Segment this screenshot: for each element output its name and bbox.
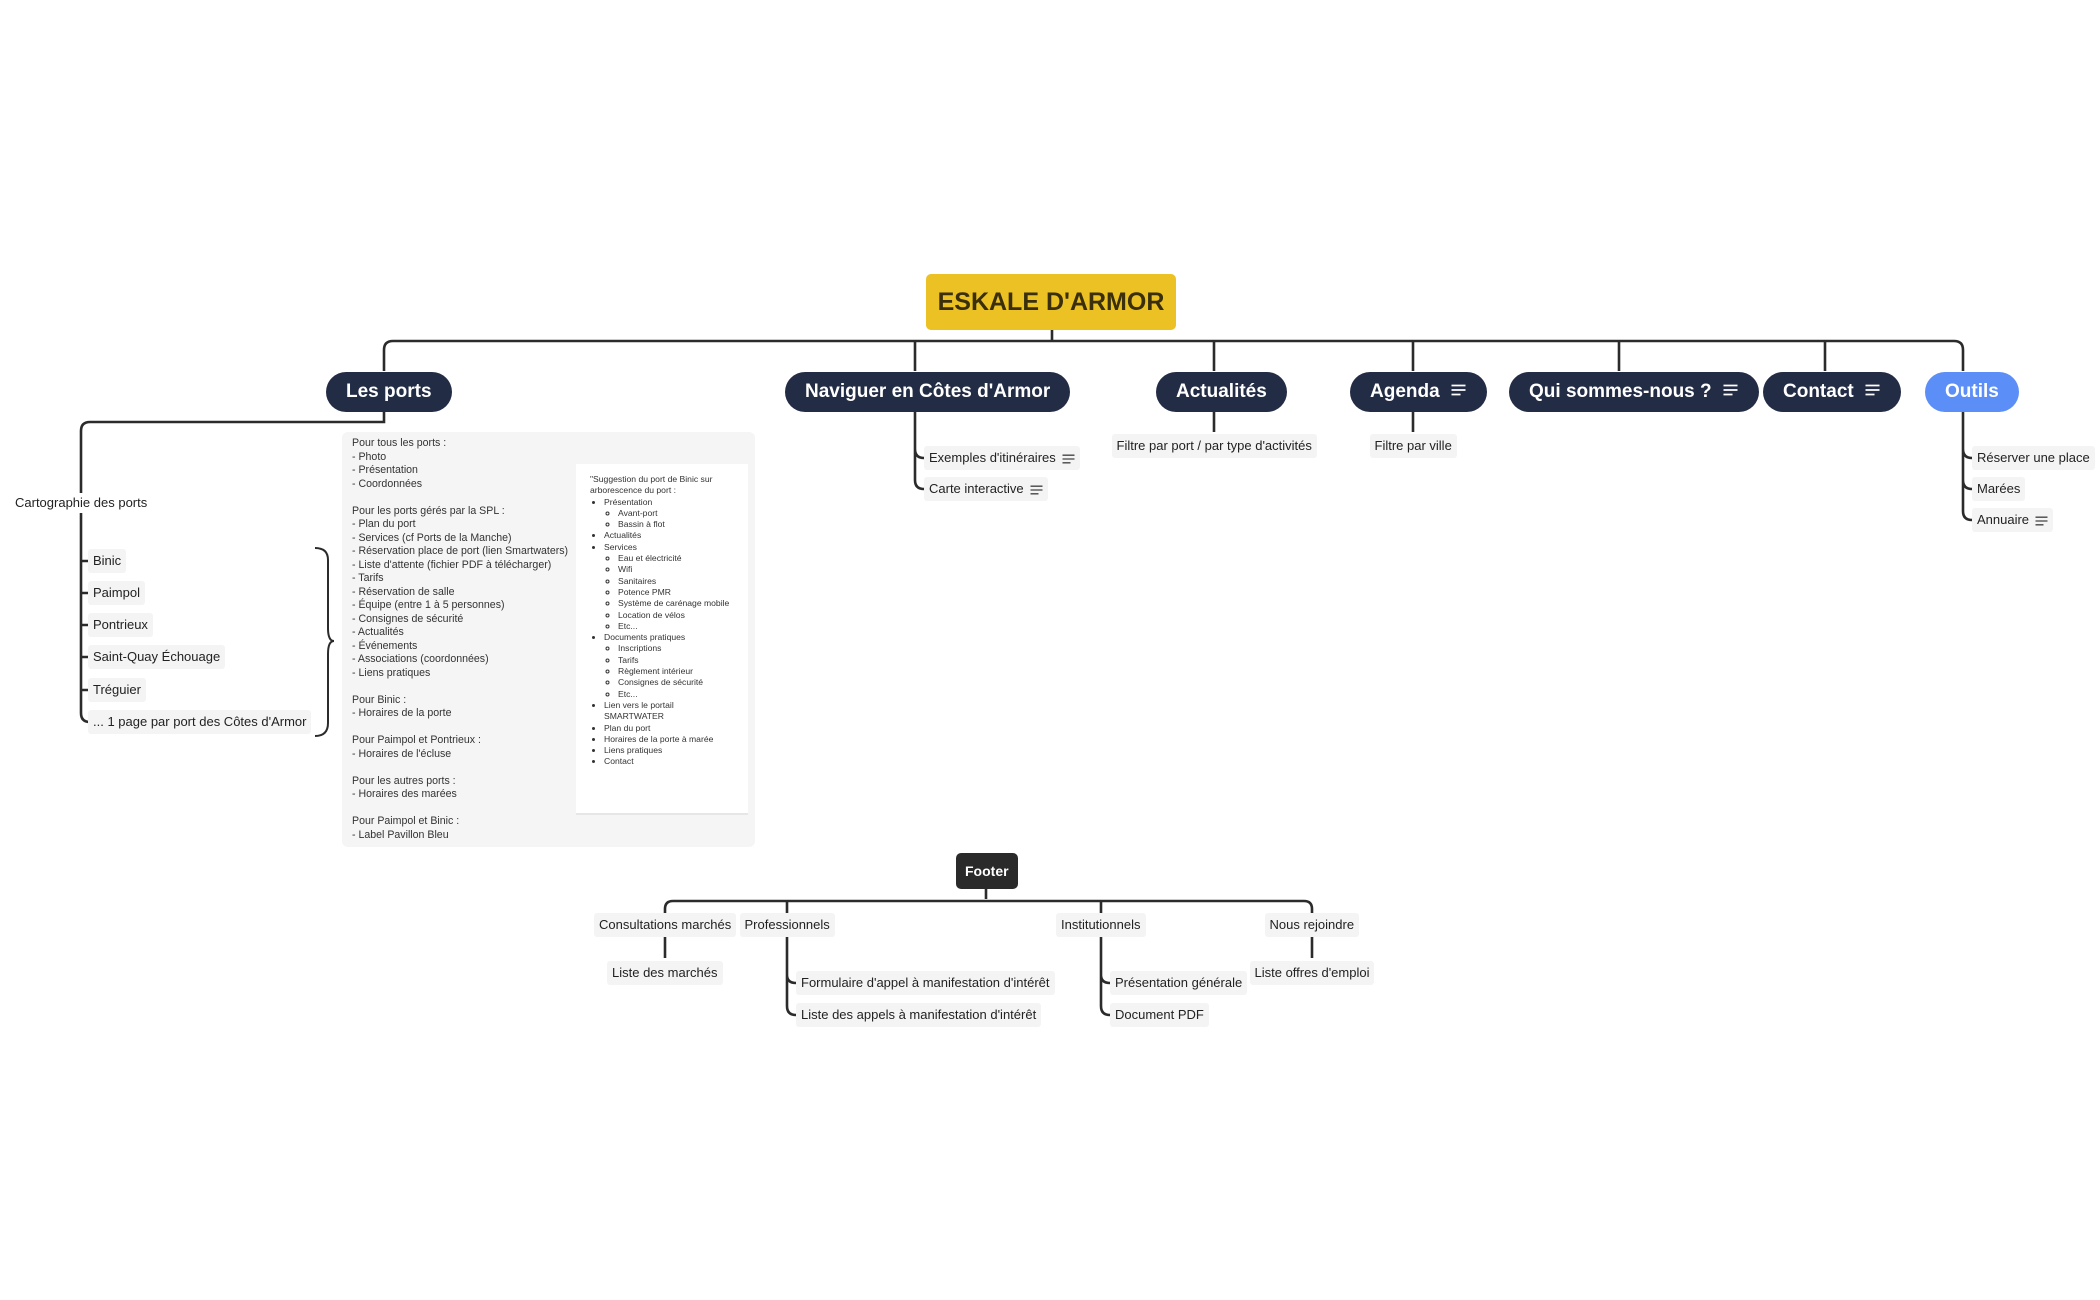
port-binic[interactable]: Binic: [88, 549, 127, 573]
notes-icon[interactable]: [1450, 384, 1467, 396]
child-label: Exemples d'itinéraires: [929, 450, 1056, 465]
footer-formulaire-ami[interactable]: Formulaire d'appel à manifestation d'int…: [796, 971, 1055, 995]
footer-institutionnels[interactable]: Institutionnels: [1056, 913, 1146, 937]
suggestion-item: Plan du port: [604, 723, 734, 734]
naviguer-carte[interactable]: Carte interactive: [924, 477, 1048, 501]
footer-presentation[interactable]: Présentation générale: [1110, 971, 1248, 995]
suggestion-subitem: Location de vélos: [618, 610, 734, 621]
suggestion-subitem: Sanitaires: [618, 576, 734, 587]
outils-reserver[interactable]: Réserver une place: [1972, 446, 2095, 470]
outils-marees[interactable]: Marées: [1972, 477, 2026, 501]
branch-label: Naviguer en Côtes d'Armor: [805, 381, 1051, 402]
actualites-filter[interactable]: Filtre par port / par type d'activités: [1111, 434, 1317, 458]
ports-note-text: Pour tous les ports : - Photo - Présenta…: [352, 437, 569, 841]
child-label: Carte interactive: [929, 481, 1024, 496]
suggestion-item: Documents pratiquesInscriptionsTarifsRèg…: [604, 632, 734, 700]
outils-annuaire[interactable]: Annuaire: [1972, 508, 2054, 532]
notes-icon[interactable]: [1864, 384, 1881, 396]
suggestion-list: PrésentationAvant-portBassin à flotActua…: [590, 497, 734, 768]
agenda-filter[interactable]: Filtre par ville: [1369, 434, 1457, 458]
footer-offres-emploi[interactable]: Liste offres d'emploi: [1249, 961, 1375, 985]
branch-contact[interactable]: Contact: [1763, 372, 1901, 412]
branch-label: Outils: [1945, 381, 1999, 402]
footer-consultations[interactable]: Consultations marchés: [594, 913, 737, 937]
suggestion-item: PrésentationAvant-portBassin à flot: [604, 497, 734, 531]
child-label: Annuaire: [1977, 512, 2030, 527]
footer-document-pdf[interactable]: Document PDF: [1110, 1003, 1209, 1027]
suggestion-subitem: Règlement intérieur: [618, 666, 734, 677]
branch-outils[interactable]: Outils: [1925, 372, 2019, 412]
port-paimpol[interactable]: Paimpol: [88, 581, 145, 605]
suggestion-subitem: Tarifs: [618, 655, 734, 666]
suggestion-subitem: Système de carénage mobile: [618, 598, 734, 609]
footer-liste-ami[interactable]: Liste des appels à manifestation d'intér…: [796, 1003, 1042, 1027]
branch-label: Les ports: [346, 381, 432, 402]
footer-node[interactable]: Footer: [956, 853, 1018, 889]
cartography-node[interactable]: Cartographie des ports: [15, 495, 148, 510]
suggestion-item: Actualités: [604, 530, 734, 541]
branch-label: Agenda: [1370, 381, 1440, 402]
suggestion-subitem: Consignes de sécurité: [618, 677, 734, 688]
footer-nous-rejoindre[interactable]: Nous rejoindre: [1264, 913, 1360, 937]
suggestion-subitem: Etc...: [618, 689, 734, 700]
suggestion-subitem: Eau et électricité: [618, 553, 734, 564]
suggestion-subitem: Etc...: [618, 621, 734, 632]
suggestion-subitem: Bassin à flot: [618, 519, 734, 530]
branch-label: Contact: [1783, 381, 1854, 402]
binic-suggestion-card: "Suggestion du port de Binic sur arbores…: [576, 464, 748, 815]
branch-label: Qui sommes-nous ?: [1529, 381, 1712, 402]
port-treguier[interactable]: Tréguier: [88, 678, 146, 702]
branch-naviguer[interactable]: Naviguer en Côtes d'Armor: [785, 372, 1071, 412]
notes-icon[interactable]: [1030, 485, 1043, 495]
branch-les-ports[interactable]: Les ports: [326, 372, 452, 412]
port-pontrieux[interactable]: Pontrieux: [88, 613, 153, 637]
port-more-pages[interactable]: ... 1 page par port des Côtes d'Armor: [88, 710, 312, 734]
port-saint-quay[interactable]: Saint-Quay Échouage: [88, 645, 226, 669]
notes-icon[interactable]: [1722, 384, 1739, 396]
branch-qui-sommes-nous[interactable]: Qui sommes-nous ?: [1509, 372, 1759, 412]
naviguer-itineraires[interactable]: Exemples d'itinéraires: [924, 446, 1080, 470]
notes-icon[interactable]: [2035, 516, 2048, 526]
branch-label: Actualités: [1176, 381, 1267, 402]
suggestion-item: ServicesEau et électricitéWifiSanitaires…: [604, 542, 734, 632]
suggestion-item: Horaires de la porte à marée: [604, 734, 734, 745]
suggestion-item: Contact: [604, 756, 734, 767]
suggestion-subitem: Wifi: [618, 564, 734, 575]
branch-agenda[interactable]: Agenda: [1350, 372, 1487, 412]
suggestion-item: Lien vers le portail SMARTWATER: [604, 700, 734, 723]
footer-liste-marches[interactable]: Liste des marchés: [607, 961, 723, 985]
suggestion-subitem: Inscriptions: [618, 643, 734, 654]
suggestion-subitem: Avant-port: [618, 508, 734, 519]
ports-note-box: Pour tous les ports : - Photo - Présenta…: [342, 432, 755, 847]
suggestion-subitem: Potence PMR: [618, 587, 734, 598]
suggestion-title: "Suggestion du port de Binic sur arbores…: [590, 474, 713, 496]
suggestion-item: Liens pratiques: [604, 745, 734, 756]
branch-actualites[interactable]: Actualités: [1156, 372, 1287, 412]
root-node[interactable]: ESKALE D'ARMOR: [926, 274, 1176, 330]
footer-professionnels[interactable]: Professionnels: [739, 913, 835, 937]
notes-icon[interactable]: [1062, 454, 1075, 464]
